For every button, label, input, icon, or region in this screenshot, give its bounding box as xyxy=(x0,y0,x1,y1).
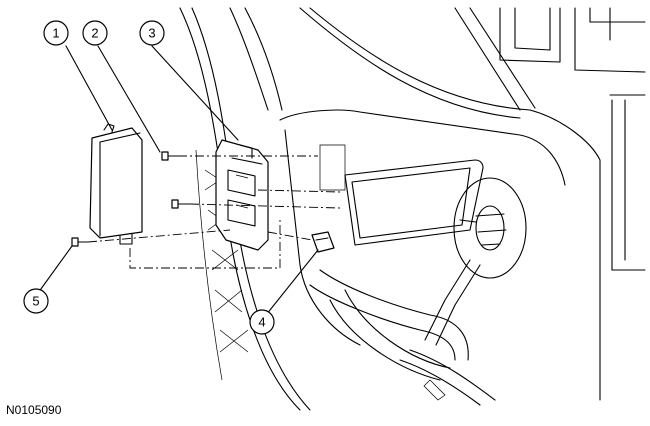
module-part-1 xyxy=(89,123,143,245)
screw-part-5 xyxy=(71,237,89,247)
callout-2: 2 xyxy=(82,20,108,46)
screw-middle xyxy=(171,199,191,209)
screw-part-2 xyxy=(161,151,179,161)
svg-text:3: 3 xyxy=(148,26,155,41)
svg-text:1: 1 xyxy=(52,26,59,41)
callout-5: 5 xyxy=(23,288,49,314)
leader-lines xyxy=(37,45,319,316)
callout-1: 1 xyxy=(43,20,69,46)
bracket-part-3 xyxy=(215,139,269,251)
svg-text:5: 5 xyxy=(32,294,39,309)
figure-id-label: N0105090 xyxy=(6,403,62,417)
svg-text:2: 2 xyxy=(91,26,98,41)
alignment-lines xyxy=(87,155,341,269)
svg-text:4: 4 xyxy=(258,315,265,330)
callout-3: 3 xyxy=(139,20,165,46)
callout-4: 4 xyxy=(249,309,275,335)
connector-part-4 xyxy=(311,231,335,253)
